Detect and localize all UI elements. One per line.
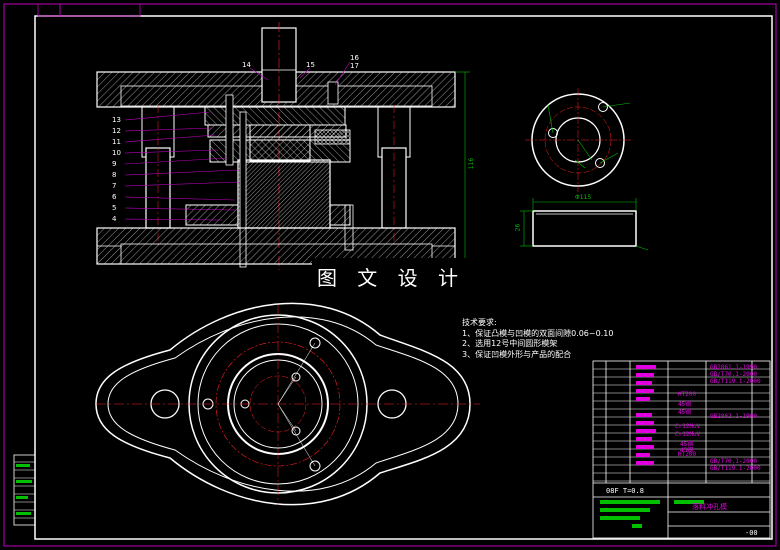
technical-notes: 技术要求: 1、保证凸模与凹模的双面间隙0.06~0.10 2、选用12号中间圆… <box>462 318 613 360</box>
part-label-8: 8 <box>112 171 117 179</box>
standard-entry-1: GB2861.1-1990 <box>710 364 757 371</box>
drawing-title: 落料冲孔模 <box>692 503 727 511</box>
part-top-view <box>525 88 631 192</box>
material-entry-6: 45钢 <box>680 441 694 448</box>
watermark-text: 图 文 设 计 <box>312 258 470 294</box>
title-block-fills <box>600 365 704 528</box>
material-entry-8: HT200 <box>678 451 697 458</box>
part-label-14: 14 <box>242 61 251 69</box>
standard-entry-3: GB/T119.1-2000 <box>710 378 761 385</box>
front-height-dimension: 116 <box>468 157 476 170</box>
material-entry-1: HT200 <box>678 391 697 398</box>
part-label-17: 17 <box>350 62 359 70</box>
revision-strip <box>13 454 36 526</box>
standard-entry-2: GB/T70.1-2000 <box>710 371 757 378</box>
standard-entry-6: GB/T119.1-2000 <box>710 465 761 472</box>
side-width-dimension: Φ115 <box>575 194 592 201</box>
title-block <box>592 360 771 539</box>
standard-entry-5: GB/T70.1-2000 <box>710 458 757 465</box>
material-entry-2: 45钢 <box>678 401 692 408</box>
notes-heading: 技术要求: <box>462 318 497 327</box>
material-entry-5: Cr12MoV <box>675 431 701 438</box>
part-label-4: 4 <box>112 215 117 223</box>
material-label: 08F T=0.8 <box>606 487 644 495</box>
part-label-15: 15 <box>306 61 315 69</box>
drawing-frame <box>3 3 777 547</box>
material-entry-3: 45钢 <box>678 409 692 416</box>
part-label-10: 10 <box>112 149 121 157</box>
part-label-12: 12 <box>112 127 121 135</box>
part-label-13: 13 <box>112 116 121 124</box>
side-height-dimension: 26 <box>514 223 522 232</box>
part-side-view <box>520 198 649 251</box>
part-label-16: 16 <box>350 54 359 62</box>
material-entry-7: 45钢 <box>680 447 694 454</box>
part-label-7: 7 <box>112 182 117 190</box>
material-entry-4: Cr12MoV <box>675 423 701 430</box>
title-block-rows <box>593 368 770 482</box>
note-item-1: 1、保证凸模与凹模的双面间隙0.06~0.10 <box>462 328 614 338</box>
front-section-view <box>96 22 470 270</box>
part-label-6: 6 <box>112 193 117 201</box>
part-label-11: 11 <box>112 138 121 146</box>
part-label-5: 5 <box>112 204 117 212</box>
note-item-3: 3、保证凹模外形与产品的配合 <box>462 349 572 359</box>
plan-view <box>95 302 480 506</box>
part-label-9: 9 <box>112 160 117 168</box>
standard-entry-4: GB2862.1-1990 <box>710 413 757 420</box>
note-item-2: 2、选用12号中间圆形模架 <box>462 339 558 348</box>
drawing-number: -00 <box>745 529 758 537</box>
